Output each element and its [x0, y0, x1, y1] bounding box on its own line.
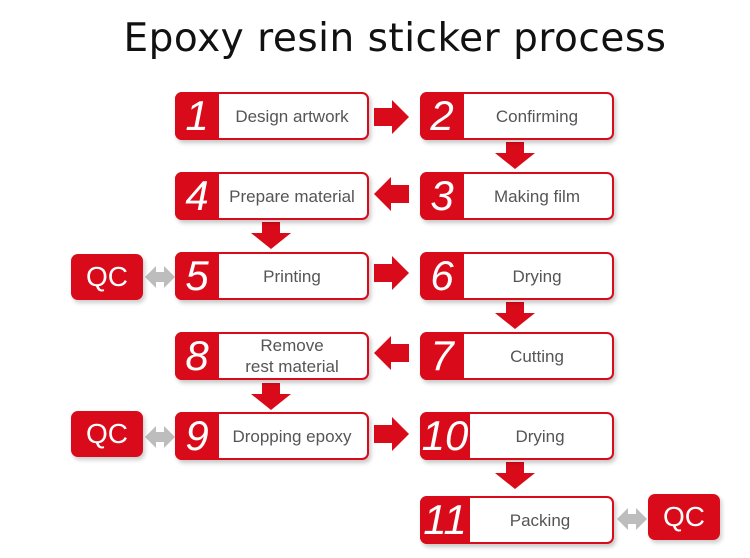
- qc-box-printing: QC: [71, 254, 143, 300]
- step-7-box: 7 Cutting: [420, 332, 614, 380]
- arrow-7-to-8: [374, 336, 409, 370]
- arrow-1-to-2: [374, 100, 409, 134]
- step-10-box: 10 Drying: [420, 412, 614, 460]
- arrow-4-to-5: [251, 222, 291, 249]
- step-9-box: 9 Dropping epoxy: [175, 412, 369, 460]
- diagram-title: Epoxy resin sticker process: [123, 16, 667, 61]
- step-1-number: 1: [175, 92, 219, 140]
- qc-connector-5: [145, 266, 175, 288]
- arrow-2-to-3: [495, 142, 535, 169]
- step-11-label: Packing: [509, 510, 571, 530]
- qc-connector-11: [617, 508, 647, 530]
- step-6-number: 6: [420, 252, 464, 300]
- step-7-label: Cutting: [510, 346, 564, 366]
- arrow-9-to-10: [374, 417, 409, 451]
- step-5-number: 5: [175, 252, 219, 300]
- step-6-box: 6 Drying: [420, 252, 614, 300]
- step-2-box: 2 Confirming: [420, 92, 614, 140]
- arrow-10-to-11: [495, 462, 535, 489]
- step-10-label: Drying: [515, 426, 565, 446]
- arrow-6-to-7: [495, 302, 535, 329]
- step-1-box: 1 Design artwork: [175, 92, 369, 140]
- step-3-box: 3 Making film: [420, 172, 614, 220]
- qc-box-dropping-epoxy: QC: [71, 411, 143, 457]
- step-4-number: 4: [175, 172, 219, 220]
- step-8-number: 8: [175, 332, 219, 380]
- step-11-box: 11 Packing: [420, 496, 614, 544]
- step-6-label: Drying: [512, 266, 562, 286]
- step-4-box: 4 Prepare material: [175, 172, 369, 220]
- step-10-number: 10: [420, 412, 470, 460]
- step-2-number: 2: [420, 92, 464, 140]
- step-9-label: Dropping epoxy: [232, 426, 352, 446]
- step-8-label: Remove rest material: [245, 336, 339, 376]
- step-11-number: 11: [420, 496, 470, 544]
- step-8-box: 8 Remove rest material: [175, 332, 369, 380]
- step-3-label: Making film: [494, 186, 580, 206]
- arrow-5-to-6: [374, 256, 409, 290]
- qc-box-packing: QC: [648, 494, 720, 540]
- arrow-3-to-4: [374, 177, 409, 211]
- qc-connector-9: [145, 426, 175, 448]
- step-7-number: 7: [420, 332, 464, 380]
- arrow-8-to-9: [251, 383, 291, 410]
- step-4-label: Prepare material: [229, 186, 355, 206]
- step-5-box: 5 Printing: [175, 252, 369, 300]
- step-2-label: Confirming: [495, 106, 579, 126]
- step-9-number: 9: [175, 412, 219, 460]
- step-5-label: Printing: [263, 266, 321, 286]
- step-1-label: Design artwork: [235, 106, 349, 126]
- step-3-number: 3: [420, 172, 464, 220]
